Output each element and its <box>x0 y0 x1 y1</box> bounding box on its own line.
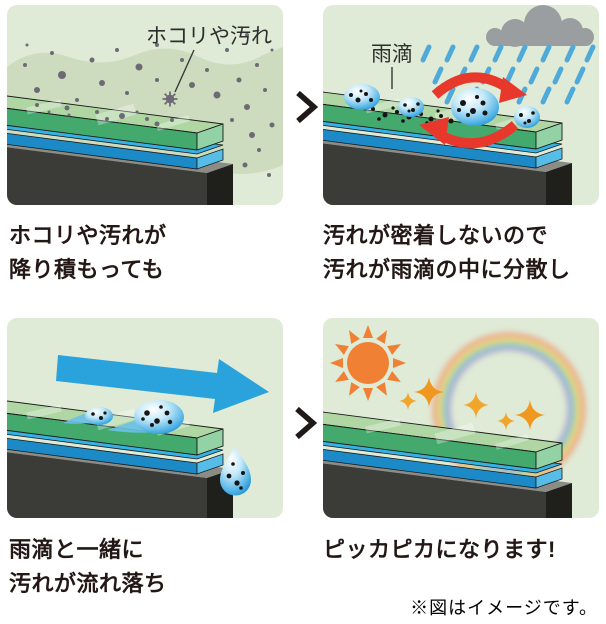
annotation-raindrop-label: 雨滴 <box>371 43 413 66</box>
sparkling-clean-illustration <box>323 318 599 518</box>
raindrop-with-dirt <box>451 88 499 126</box>
falling-drop <box>220 446 251 496</box>
raindrop-with-dirt <box>398 97 424 117</box>
panel-rain-dispersion: 雨滴 <box>323 5 599 205</box>
raindrop-with-dirt <box>514 106 540 128</box>
caption-line: ピッカピカになります! <box>323 537 556 562</box>
dust-particles <box>23 33 275 177</box>
rain-cloud-icon <box>486 5 594 47</box>
cycle-arrows-icon <box>419 72 527 149</box>
annotation-pointer <box>174 49 195 93</box>
panel-sparkling-clean <box>323 318 599 518</box>
annotation-dust-label: ホコリや汚れ <box>146 25 272 48</box>
sliding-droplet <box>63 407 113 425</box>
sun-icon <box>330 325 406 401</box>
caption-sparkling-clean: ピッカピカになります! <box>323 533 606 567</box>
sliding-droplet <box>107 400 184 434</box>
dust-accumulation-illustration: ホコリや汚れ <box>7 25 283 205</box>
caption-line: 汚れが流れ落ち <box>9 571 167 596</box>
caption-dirt-washoff: 雨滴と一緒に 汚れが流れ落ち <box>9 533 299 601</box>
caption-line: 降り積もっても <box>9 257 165 282</box>
image-disclaimer-note: ※図はイメージです。 <box>410 598 598 618</box>
caption-line: 雨滴と一緒に <box>9 537 145 562</box>
rain-dispersion-illustration: 雨滴 <box>323 5 596 205</box>
dirt-washoff-illustration <box>7 355 269 518</box>
dust-burst-icon <box>162 91 178 107</box>
panel-dirt-washoff <box>7 318 283 518</box>
next-step-chevron-icon <box>296 90 318 124</box>
next-step-chevron-icon <box>295 406 317 440</box>
rain-drops <box>420 44 596 105</box>
caption-rain-dispersion: 汚れが密着しないので 汚れが雨滴の中に分散し <box>323 219 606 287</box>
dust-on-glass <box>35 103 174 127</box>
caption-line: ホコリや汚れが <box>9 223 167 248</box>
caption-line: 汚れが密着しないので <box>323 223 549 248</box>
panel-dust-accumulation: ホコリや汚れ <box>7 5 283 205</box>
glass-panel-stack <box>7 394 233 518</box>
flow-direction-arrow <box>56 355 269 413</box>
caption-line: 汚れが雨滴の中に分散し <box>323 257 571 282</box>
caption-dust-accumulation: ホコリや汚れが 降り積もっても <box>9 219 299 287</box>
raindrop-with-dirt <box>344 84 380 110</box>
